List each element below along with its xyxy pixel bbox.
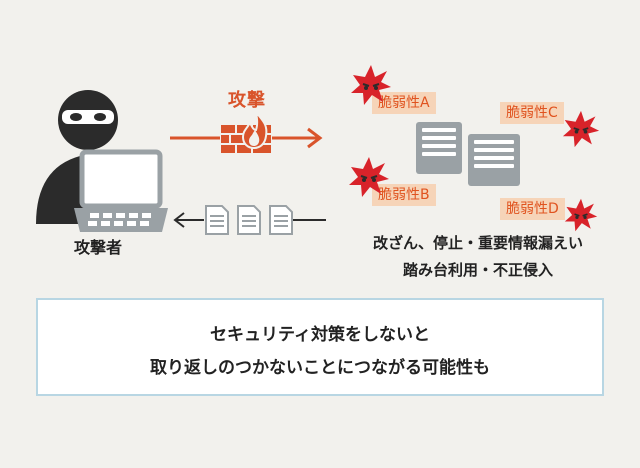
server-icon: [416, 122, 520, 186]
document-icon: [269, 205, 293, 235]
vulnerability-tag-c: 脆弱性C: [500, 102, 564, 124]
consequences-line-2: 踏み台利用・不正侵入: [402, 261, 553, 279]
consequences-line-1: 改ざん、停止・重要情報漏えい: [372, 234, 583, 252]
vulnerability-tag-a: 脆弱性A: [372, 92, 436, 114]
firewall-fire-icon: [220, 111, 272, 154]
attack-label: 攻撃: [228, 90, 266, 111]
attacker-icon: [36, 90, 168, 232]
warning-line-1: セキュリティ対策をしないと: [210, 325, 430, 345]
vulnerability-tag-b: 脆弱性B: [372, 184, 436, 206]
vulnerability-burst-icon: [349, 157, 389, 197]
data-theft-arrow: [173, 212, 326, 228]
vulnerability-burst-icon: [564, 198, 598, 232]
vulnerability-burst-icon: [351, 65, 391, 105]
vulnerability-burst-icon: [562, 110, 600, 148]
document-icon: [237, 205, 261, 235]
warning-box: セキュリティ対策をしないと 取り返しのつかないことにつながる可能性も: [36, 298, 604, 396]
consequences-text: 改ざん、停止・重要情報漏えい 踏み台利用・不正侵入: [340, 230, 616, 284]
vulnerability-tag-d: 脆弱性D: [500, 198, 565, 220]
warning-line-2: 取り返しのつかないことにつながる可能性も: [150, 358, 490, 378]
document-icon: [205, 205, 229, 235]
attacker-label: 攻撃者: [73, 238, 122, 257]
